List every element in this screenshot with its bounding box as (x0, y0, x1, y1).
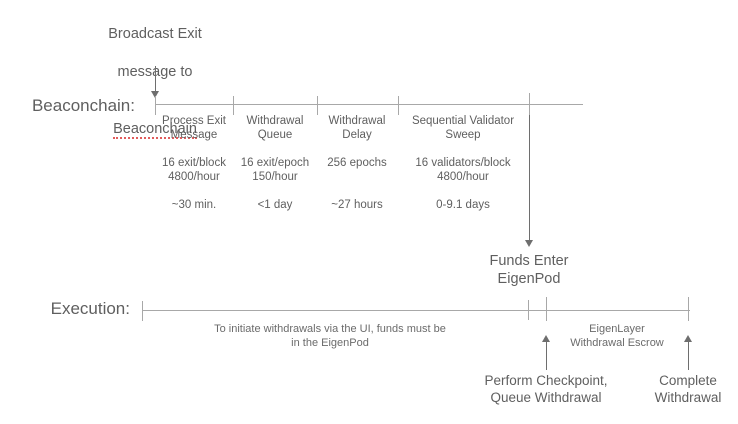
phase-rate-withdrawal-queue: 16 exit/epoch 150/hour (240, 157, 310, 183)
phase-rate-withdrawal-delay: 256 epochs (327, 157, 387, 169)
phase-rate-process-exit-message: 16 exit/block 4800/hour (162, 157, 226, 183)
execution-tick-checkpoint (546, 297, 547, 321)
broadcast-exit-title-line-1: Broadcast Exit (108, 26, 202, 42)
beaconchain-tick-3 (398, 96, 399, 115)
execution-tick-funds-arrive (528, 300, 529, 320)
phase-name-process-exit-message: Process Exit Message (162, 115, 226, 141)
broadcast-exit-title: Broadcast Exit message to Beaconchain (75, 6, 235, 158)
perform-checkpoint-label: Perform Checkpoint, Queue Withdrawal (484, 373, 608, 405)
complete-withdrawal-arrow-shaft (688, 340, 689, 370)
beaconchain-tick-1 (233, 96, 234, 115)
broadcast-arrow-head-icon (151, 91, 159, 98)
eigenlayer-withdrawal-escrow-label: EigenLayer Withdrawal Escrow (570, 323, 664, 349)
broadcast-exit-title-line-2: message to (117, 64, 193, 80)
phase-duration-withdrawal-queue: <1 day (257, 199, 293, 211)
complete-withdrawal-label: Complete Withdrawal (654, 373, 722, 405)
beaconchain-timeline-axis (155, 104, 583, 105)
funds-enter-arrow-shaft (529, 115, 530, 242)
perform-checkpoint-arrow-head-icon (542, 335, 550, 342)
phase-name-withdrawal-queue: Withdrawal Queue (246, 115, 304, 141)
phase-name-withdrawal-delay: Withdrawal Delay (328, 115, 386, 141)
execution-row-label: Execution: (50, 299, 130, 318)
phase-duration-process-exit-message: ~30 min. (171, 199, 217, 211)
complete-withdrawal-arrow-head-icon (684, 335, 692, 342)
beaconchain-tick-4 (529, 93, 530, 115)
phase-duration-withdrawal-delay: ~27 hours (331, 199, 383, 211)
broadcast-exit-title-line-3: Beaconchain (75, 101, 235, 139)
phase-duration-sequential-validator-sweep: 0-9.1 days (436, 199, 490, 211)
broadcast-arrow-shaft (155, 66, 156, 93)
execution-tick-start (142, 301, 143, 321)
beaconchain-tick-2 (317, 96, 318, 115)
funds-enter-eigenpod-label: Funds Enter EigenPod (489, 253, 569, 287)
beaconchain-tick-0 (155, 96, 156, 115)
phase-name-sequential-validator-sweep: Sequential Validator Sweep (411, 115, 515, 141)
beaconchain-row-label: Beaconchain: (31, 96, 135, 115)
beaconchain-spellcheck-word: Beaconchain (113, 121, 197, 139)
phase-rate-sequential-validator-sweep: 16 validators/block 4800/hour (415, 157, 511, 183)
perform-checkpoint-arrow-shaft (546, 340, 547, 370)
execution-eigenpod-note: To initiate withdrawals via the UI, fund… (214, 323, 446, 349)
execution-tick-complete (688, 297, 689, 321)
funds-enter-arrow-head-icon (525, 240, 533, 247)
execution-timeline-axis (142, 310, 690, 311)
